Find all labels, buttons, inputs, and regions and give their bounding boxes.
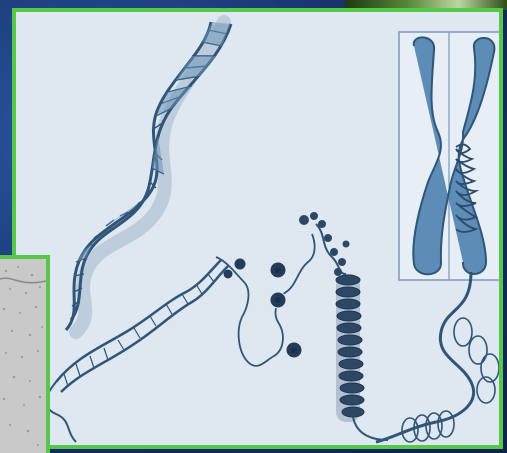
- dna-packaging-illustration: [12, 8, 503, 449]
- illustration-svg: [16, 12, 499, 445]
- dna-double-helix-large: [66, 22, 231, 332]
- nucleosome-cores: [275, 267, 297, 353]
- microscope-photo-inset: [0, 255, 50, 453]
- nucleosome-string-upper: [316, 224, 346, 274]
- supercoil-loops: [402, 318, 499, 442]
- microscope-texture: [0, 259, 46, 453]
- solenoid-fiber: [336, 274, 388, 440]
